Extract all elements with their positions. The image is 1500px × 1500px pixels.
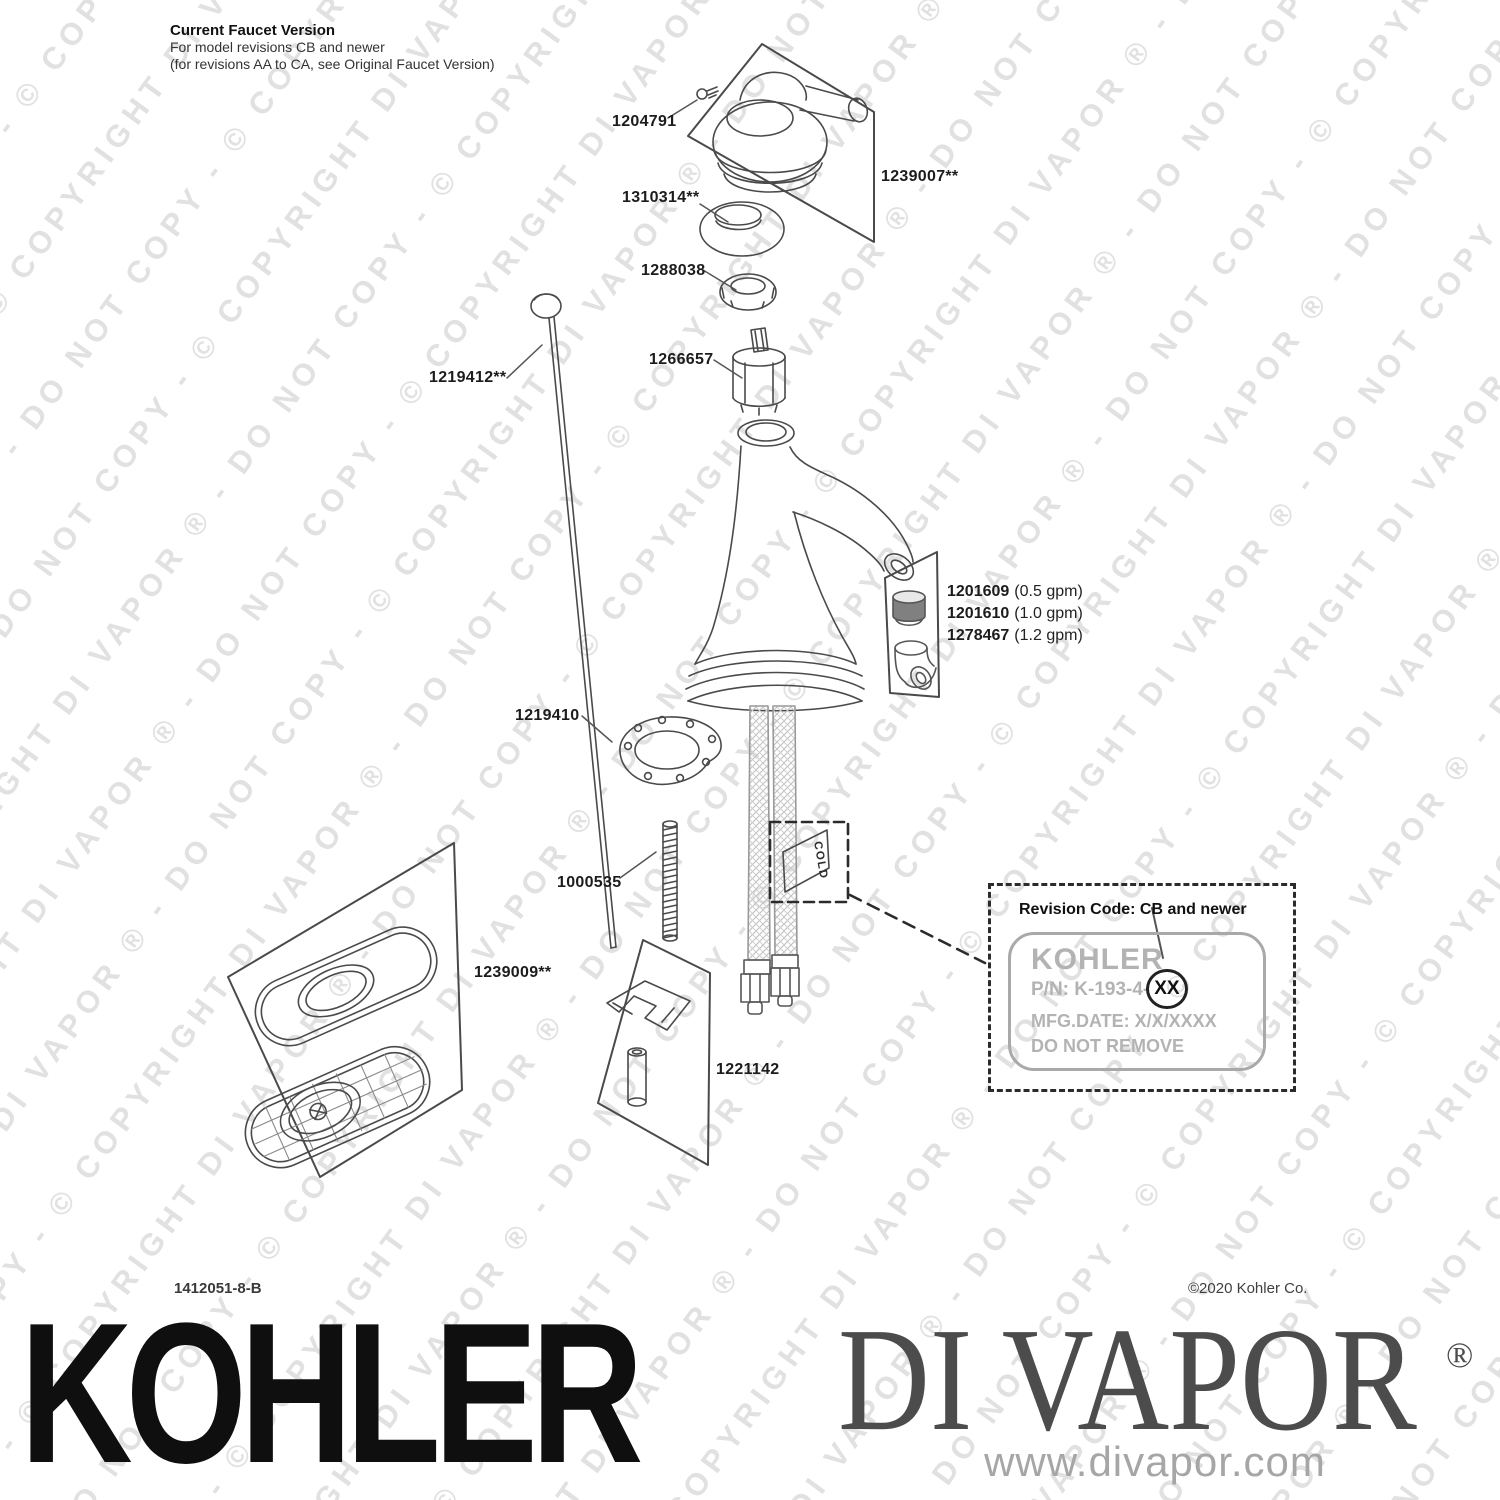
part-label-handle-assembly: 1239007** <box>881 168 959 185</box>
revision-code-box: Revision Code: CB and newer KOHLER P/N: … <box>988 883 1296 1092</box>
aerator-drawing <box>892 590 926 627</box>
aerator-option: 1278467(1.2 gpm) <box>947 625 1083 647</box>
divapor-logo: DI VAPOR <box>838 1298 1417 1462</box>
escutcheon-plate-drawing <box>254 926 438 1047</box>
part-label-valve-cartridge: 1266657 <box>649 351 714 368</box>
base-plate-panel <box>227 842 463 1178</box>
cold-tag-label: COLD <box>811 840 830 880</box>
aerator-part-number: 1201610 <box>947 605 1010 622</box>
part-label-mounting-nut: 1288038 <box>641 262 706 279</box>
aerator-option: 1201609(0.5 gpm) <box>947 581 1083 603</box>
product-label: KOHLER P/N: K-193-4-XX MFG.DATE: X/X/XXX… <box>1008 932 1266 1071</box>
label-warning: DO NOT REMOVE <box>1031 1036 1185 1056</box>
plate-gasket-drawing <box>244 1045 431 1169</box>
aerator-part-number: 1278467 <box>947 627 1010 644</box>
aerator-flow-rate: (0.5 gpm) <box>1014 583 1083 600</box>
cold-tag-box: COLD <box>768 820 987 965</box>
diagram-note: (for revisions AA to CA, see Original Fa… <box>170 56 495 72</box>
mounting-nut-drawing <box>719 273 777 311</box>
part-label-threaded-rod: 1000535 <box>557 874 622 891</box>
diagram-title: Current Faucet Version <box>170 22 336 39</box>
part-label-clamp: 1221142 <box>716 1061 780 1078</box>
kohler-copyright: ©2020 Kohler Co. <box>1188 1280 1308 1297</box>
aerator-flow-rate: (1.2 gpm) <box>1014 627 1083 644</box>
part-label-gasket: 1219410 <box>515 707 580 724</box>
lift-rod-drawing <box>530 293 617 949</box>
set-screw-drawing <box>696 86 719 100</box>
part-label-set-screw: 1204791 <box>612 113 677 130</box>
label-brand: KOHLER <box>1031 943 1164 976</box>
aerator-flow-rate: (1.0 gpm) <box>1014 605 1083 622</box>
part-label-base-plate: 1239009** <box>474 964 552 981</box>
label-revision-code: XX <box>1146 969 1188 1009</box>
valve-cartridge-drawing <box>732 327 786 416</box>
divapor-website: www.divapor.com <box>984 1438 1326 1485</box>
spacer-drawing <box>627 1047 647 1107</box>
document-number: 1412051-8-B <box>174 1280 262 1297</box>
handle-drawing <box>712 71 869 193</box>
gasket-drawing <box>619 715 722 786</box>
aerator-elbow-drawing <box>894 640 937 690</box>
threaded-rod-drawing <box>662 820 678 942</box>
label-mfg-date: MFG.DATE: X/X/XXXX <box>1031 1011 1217 1031</box>
trim-ring-drawing <box>699 201 785 257</box>
faucet-body-drawing <box>685 419 915 712</box>
clamp-drawing <box>606 980 691 1031</box>
handle-assembly-panel <box>687 43 875 243</box>
label-part-number: P/N: K-193-4-XX <box>1031 969 1188 1009</box>
part-label-lift-rod: 1219412** <box>429 369 507 386</box>
clamp-panel <box>597 939 711 1166</box>
kohler-logo: KOHLER <box>20 1282 644 1500</box>
registered-trademark-icon: ® <box>1446 1335 1474 1375</box>
revision-code-title: Revision Code: CB and newer <box>1019 901 1247 918</box>
part-label-trim-ring: 1310314** <box>622 189 700 206</box>
label-pn-prefix: P/N: K-193-4- <box>1031 979 1150 1000</box>
supply-hoses-drawing <box>740 705 800 1015</box>
aerator-options: 1201609(0.5 gpm) 1201610(1.0 gpm) 127846… <box>947 581 1083 647</box>
diagram-header: Current Faucet Version For model revisio… <box>170 22 494 73</box>
aerator-part-number: 1201609 <box>947 583 1010 600</box>
aerator-option: 1201610(1.0 gpm) <box>947 603 1083 625</box>
aerator-panel <box>884 551 940 698</box>
diagram-subtitle: For model revisions CB and newer <box>170 39 385 55</box>
